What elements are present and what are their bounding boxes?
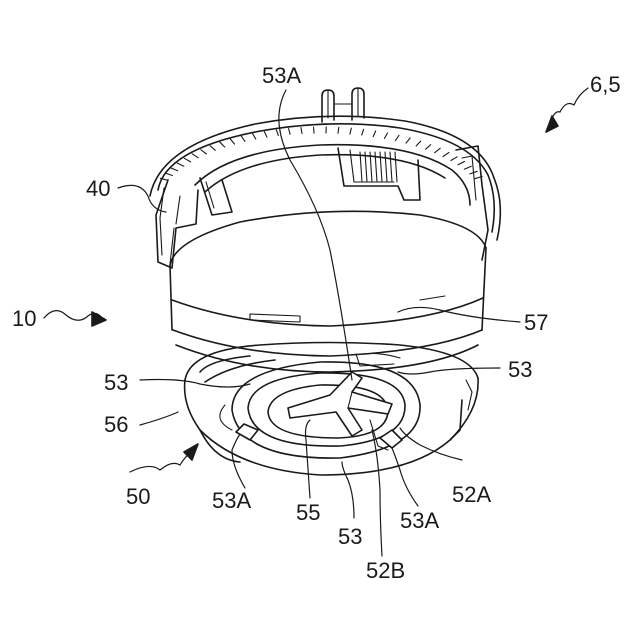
gear-rib <box>362 129 364 135</box>
latch-40 <box>156 180 198 268</box>
label-56: 56 <box>104 412 128 437</box>
gear-rib <box>338 127 339 133</box>
label-40: 40 <box>86 176 110 201</box>
gear-rib <box>416 141 421 146</box>
gear-rib <box>435 148 441 152</box>
gear-rib <box>264 132 267 138</box>
label-52B: 52B <box>366 558 405 583</box>
slot-rib <box>395 152 397 182</box>
label-50: 50 <box>126 484 150 509</box>
label-53-right: 53 <box>508 357 532 382</box>
gear-rib <box>385 133 388 139</box>
label-53A-left: 53A <box>212 488 251 513</box>
gear-rib <box>201 150 207 154</box>
gear-rib <box>395 135 399 140</box>
gear-rib <box>230 139 234 144</box>
gear-rib <box>373 131 376 137</box>
cap-ring <box>195 145 470 215</box>
gear-rib <box>426 145 431 150</box>
label-55: 55 <box>296 500 320 525</box>
gear-rib <box>350 128 351 134</box>
gear-rib <box>458 161 465 164</box>
gear-rib <box>184 158 190 162</box>
inner-socket <box>232 354 420 459</box>
reference-labels: 53A 6,5 40 10 57 53 53 56 50 53A 55 53 5… <box>12 63 621 583</box>
label-10: 10 <box>12 306 36 331</box>
gear-rib <box>165 173 172 176</box>
gear-rib <box>241 136 245 141</box>
label-53A-bottom: 53A <box>400 508 439 533</box>
slot-rib <box>390 152 392 182</box>
gear-rib <box>301 128 302 134</box>
gear-rib <box>289 129 291 135</box>
gear-rib <box>171 168 178 171</box>
gear-rib <box>464 166 471 169</box>
gear-rib <box>443 152 449 156</box>
label-53-left: 53 <box>104 370 128 395</box>
slot-rib <box>385 152 387 182</box>
gear-rib <box>177 163 184 166</box>
label-53A-top: 53A <box>262 63 301 88</box>
gear-rib <box>406 138 410 143</box>
slot-rib <box>360 152 362 182</box>
gear-rib <box>210 146 215 151</box>
gear-rib <box>220 142 225 147</box>
main-body <box>170 211 486 372</box>
gear-rib <box>451 157 457 161</box>
label-6-5: 6,5 <box>590 72 621 97</box>
gear-rib <box>253 134 256 140</box>
label-53-bottom: 53 <box>338 524 362 549</box>
label-52A: 52A <box>452 482 491 507</box>
gear-rib <box>192 154 198 158</box>
label-57: 57 <box>524 310 548 335</box>
gear-rib <box>276 130 278 136</box>
